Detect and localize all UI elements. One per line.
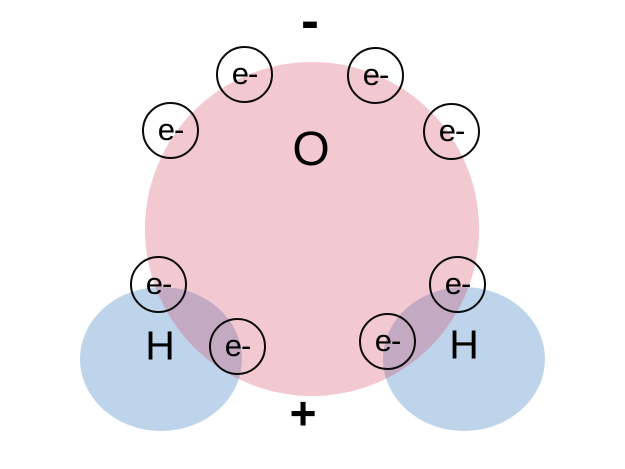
electron-3-label: e-	[157, 111, 185, 147]
electron-8: e-	[359, 313, 416, 370]
oxygen-atom-circle	[145, 62, 479, 396]
negative-charge-label: -	[301, 0, 319, 51]
electron-2: e-	[347, 47, 404, 104]
electron-8-label: e-	[374, 322, 402, 358]
positive-charge-label: +	[289, 387, 317, 439]
electron-6: e-	[429, 256, 486, 313]
electron-5-label: e-	[145, 265, 173, 301]
electron-5: e-	[130, 256, 187, 313]
hydrogen-left-symbol-label: H	[145, 322, 175, 369]
electron-7: e-	[209, 318, 266, 375]
electron-3: e-	[142, 102, 199, 159]
electron-1: e-	[216, 46, 273, 103]
electron-4-label: e-	[438, 112, 466, 148]
electron-7-label: e-	[224, 327, 252, 363]
electron-2-label: e-	[362, 56, 390, 92]
electron-6-label: e-	[444, 265, 472, 301]
hydrogen-right-symbol-label: H	[449, 321, 479, 368]
electron-1-label: e-	[231, 55, 259, 91]
electron-4: e-	[423, 103, 480, 160]
oxygen-symbol-label: O	[292, 123, 330, 176]
